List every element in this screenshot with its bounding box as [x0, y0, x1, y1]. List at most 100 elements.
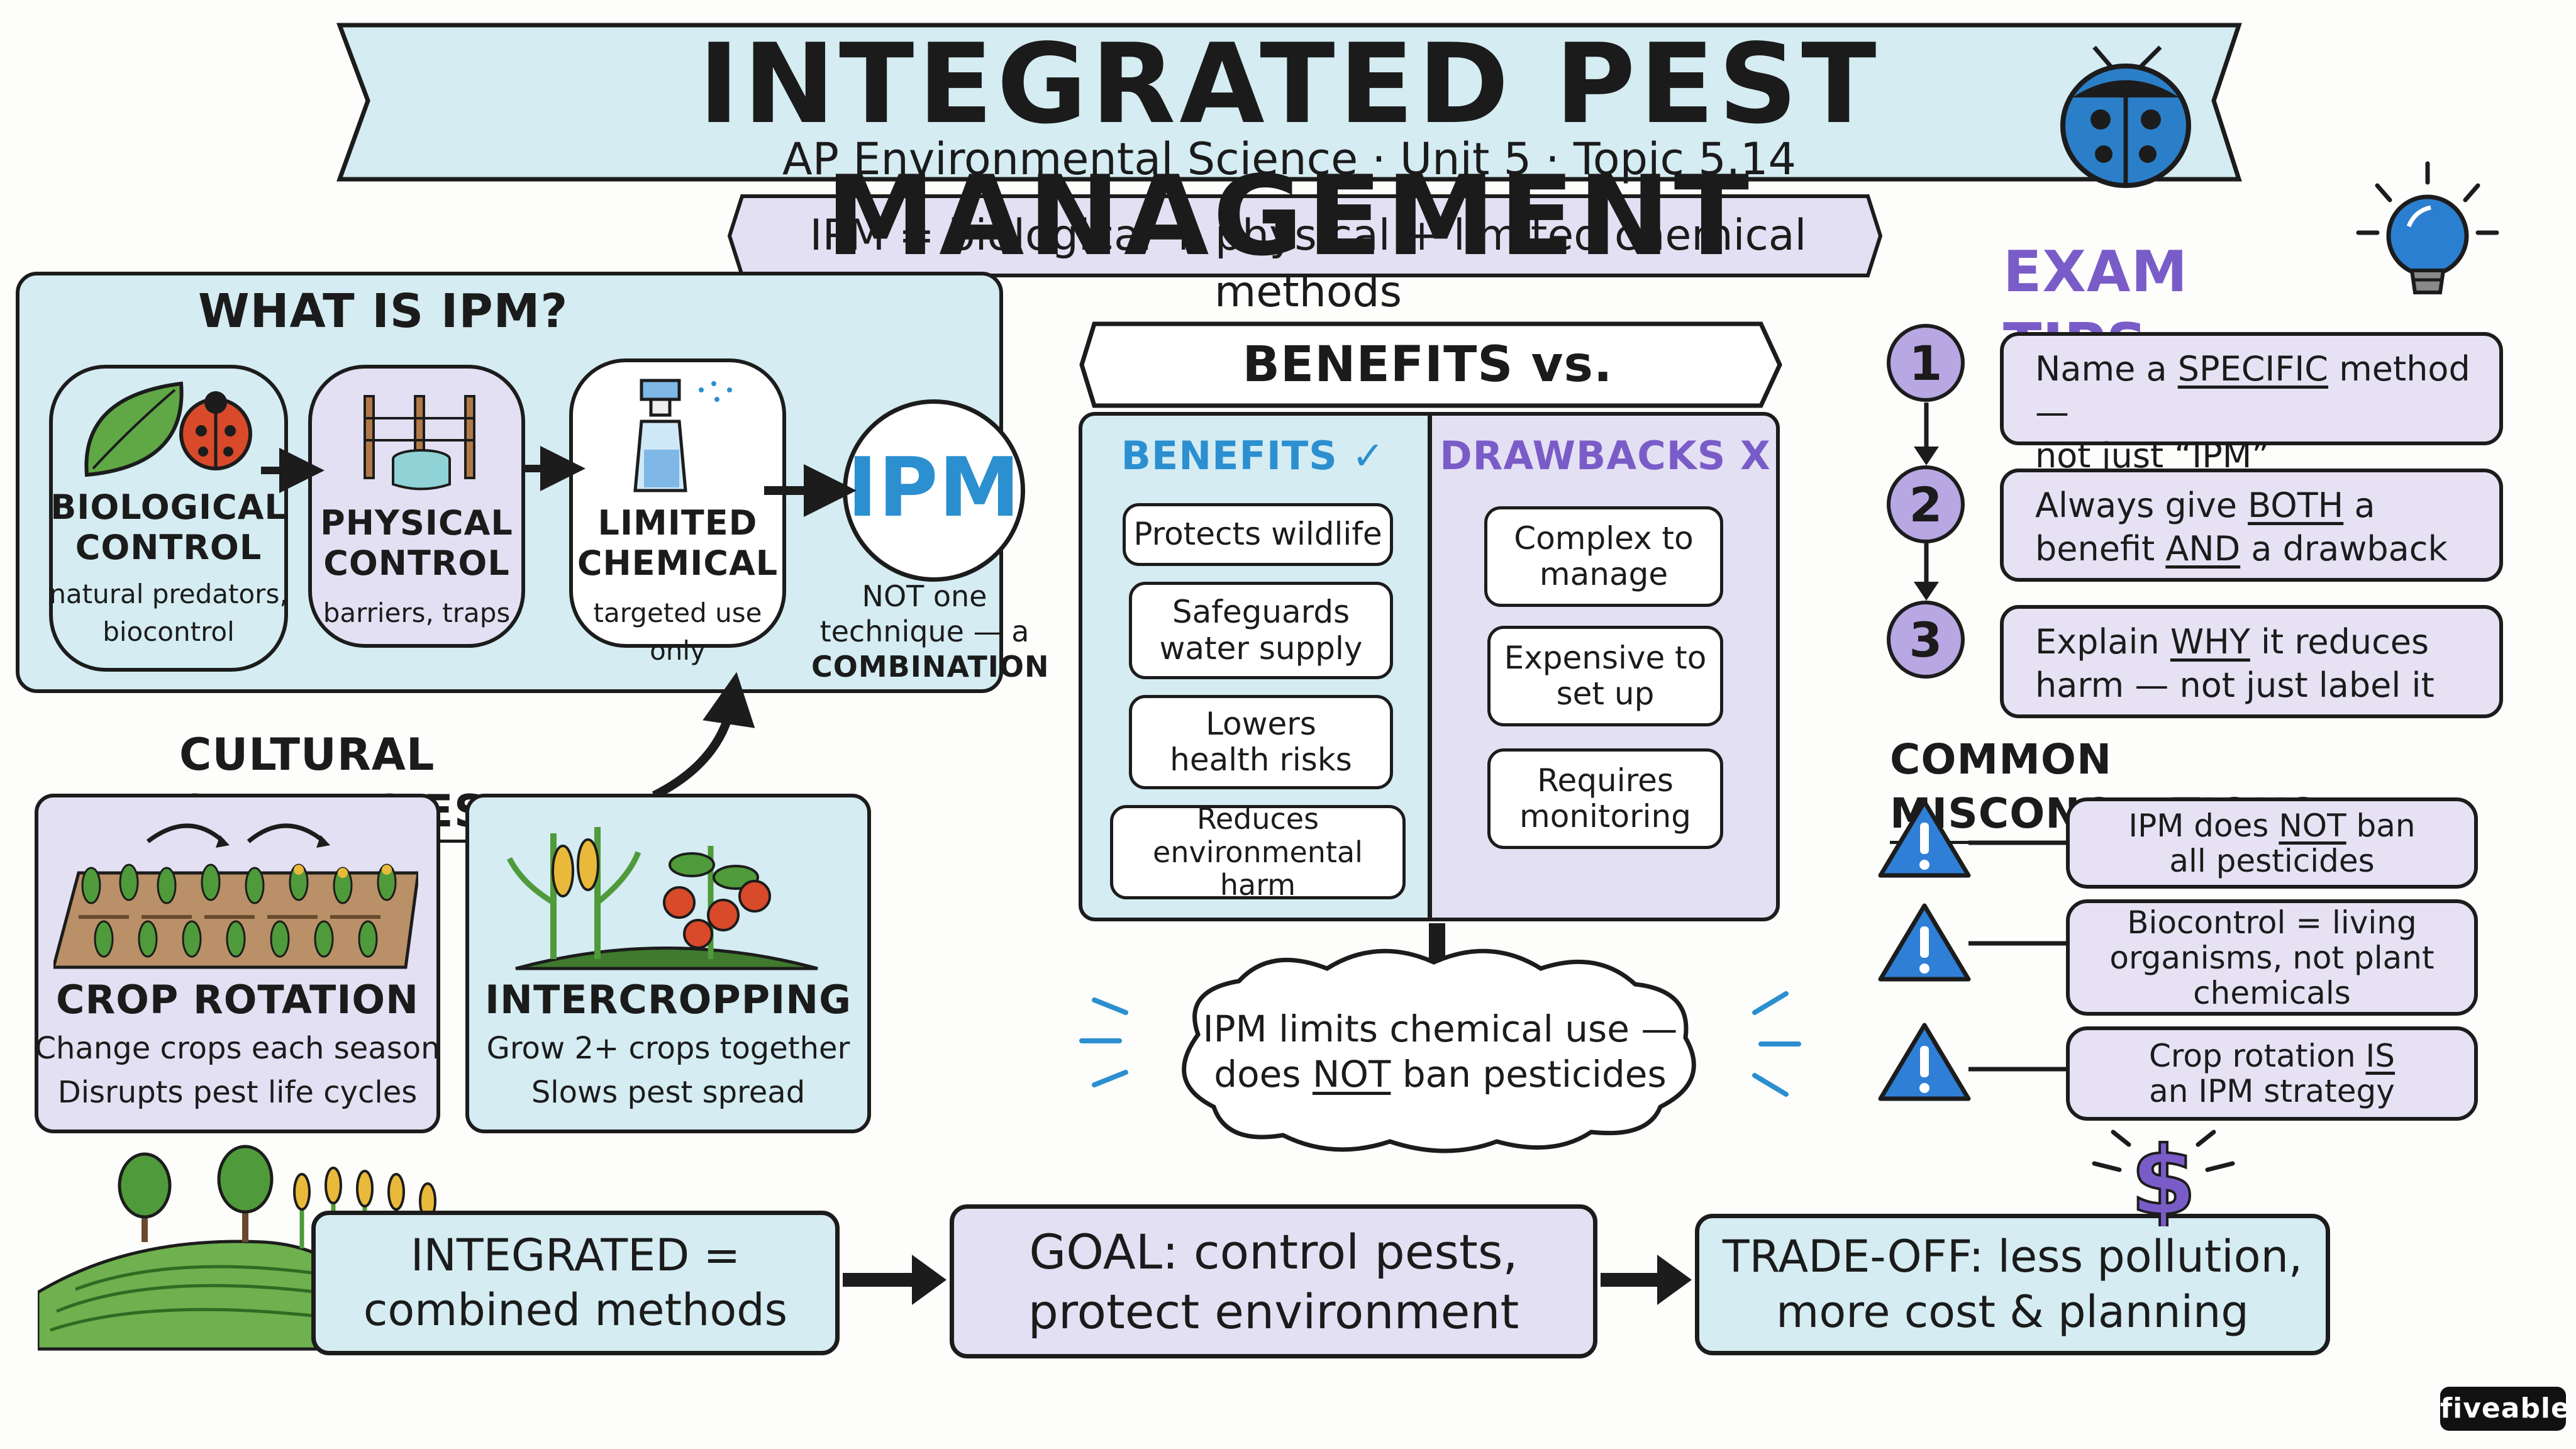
tip-line: harm — not just label it: [2035, 665, 2434, 706]
physical-control-desc: barriers, traps: [323, 597, 511, 628]
cloud-line2: does NOT ban pesticides: [1195, 1052, 1685, 1097]
intercropping-desc: Grow 2+ crops together Slows pest spread: [465, 1026, 871, 1114]
mis-text: Crop rotation: [2148, 1038, 2366, 1074]
method-title-line1: PHYSICAL: [320, 503, 513, 543]
tip-emphasis: AND: [2165, 529, 2241, 569]
flow-integrated-box: INTEGRATED =combined methods: [311, 1211, 840, 1355]
biological-control-title: BIOLOGICAL CONTROL: [49, 487, 288, 568]
mis-text: ban: [2346, 807, 2416, 844]
benefits-label: BENEFITS ✓: [1121, 433, 1385, 479]
misconception-card: Crop rotation IS an IPM strategy: [2066, 1026, 2478, 1121]
tip-text: it reduces: [2250, 622, 2429, 662]
benefit-text: Lowers: [1206, 705, 1316, 742]
benefit-text: environmental harm: [1153, 835, 1363, 902]
drawbacks-label: DRAWBACKS X: [1440, 433, 1771, 479]
tip-text: a drawback: [2240, 529, 2448, 569]
corn-tomato-icon: [506, 827, 818, 970]
tip-text: a: [2343, 486, 2375, 525]
ipm-result-label: IPM: [847, 440, 1021, 535]
biological-control-desc: natural predators, biocontrol: [49, 575, 288, 651]
flow-line: protect environment: [1028, 1283, 1519, 1340]
drawback-text: Expensive to: [1504, 639, 1707, 676]
ipm-note-line3: COMBINATION: [811, 650, 1050, 684]
ipm-result-circle: [843, 399, 1025, 582]
tip-number: 2: [1909, 476, 1943, 533]
mis-line: all pesticides: [2169, 842, 2375, 879]
limited-chemical-card: [569, 358, 786, 648]
intercropping-line1: Grow 2+ crops together: [486, 1031, 850, 1066]
tip-emphasis: SPECIFIC: [2177, 349, 2329, 389]
drawback-text: monitoring: [1519, 798, 1691, 835]
misconception-card: Biocontrol = living organisms, not plant…: [2066, 899, 2478, 1016]
dollar-sign-icon: $: [2092, 1126, 2235, 1226]
tip-emphasis: WHY: [2170, 622, 2250, 662]
drawback-text: set up: [1556, 675, 1655, 712]
cloud-emphasis: NOT: [1312, 1053, 1391, 1096]
brand-logo: fiveable: [2440, 1387, 2570, 1431]
method-title-line2: CONTROL: [75, 528, 262, 567]
page-subtitle: AP Environmental Science · Unit 5 · Topi…: [782, 133, 1797, 185]
crop-rotation-field-icon: [53, 823, 418, 969]
mis-line: chemicals: [2193, 974, 2351, 1011]
method-title-line2: CONTROL: [323, 543, 510, 583]
tip-line: Explain WHY it reduces: [2035, 620, 2480, 663]
flow-tradeoff-box: TRADE-OFF: less pollution,more cost & pl…: [1695, 1214, 2330, 1355]
exam-tip-card: Always give BOTH a benefit AND a drawbac…: [2000, 469, 2503, 582]
ipm-note-line2: technique — a: [819, 614, 1030, 648]
mis-line: IPM does NOT ban: [2128, 808, 2415, 843]
mis-text: IPM does: [2128, 807, 2279, 844]
crop-rotation-title: CROP ROTATION: [55, 977, 419, 1023]
tip-text: Explain: [2035, 622, 2170, 662]
crop-rotation-line2: Disrupts pest life cycles: [57, 1075, 418, 1110]
tip-line: benefit AND a drawback: [2035, 527, 2480, 570]
ladybug-icon: [2060, 45, 2191, 188]
ipm-note: NOT one technique — a COMBINATION: [811, 579, 1050, 684]
tip-number-badge: 1: [1887, 324, 1965, 402]
crop-rotation-desc: Change crops each season Disrupts pest l…: [35, 1026, 440, 1114]
misconception-card: IPM does NOT ban all pesticides: [2066, 797, 2478, 889]
page-title: INTEGRATED PEST MANAGEMENT: [698, 21, 1880, 280]
tip-text: benefit: [2035, 529, 2166, 569]
tip-line: Always give BOTH a: [2035, 484, 2480, 527]
flow-line: GOAL: control pests,: [1029, 1223, 1518, 1280]
intercropping-title: INTERCROPPING: [484, 977, 852, 1023]
physical-control-title: PHYSICAL CONTROL: [308, 503, 525, 584]
tip-text: method —: [2035, 349, 2470, 433]
cloud-line1: IPM limits chemical use —: [1202, 1008, 1678, 1050]
method-desc-line2: biocontrol: [103, 616, 235, 647]
tip-emphasis: BOTH: [2248, 486, 2344, 525]
tip-text: Always give: [2035, 486, 2248, 525]
spray-bottle-icon: [633, 379, 732, 492]
drawback-text: Requires: [1537, 762, 1674, 799]
tip-number: 3: [1909, 611, 1943, 668]
tip-number-badge: 2: [1887, 465, 1965, 543]
mis-line: Biocontrol = living: [2127, 904, 2417, 941]
flow-goal-box: GOAL: control pests,protect environment: [950, 1204, 1597, 1358]
tip-line: Name a SPECIFIC method —: [2035, 347, 2480, 434]
mis-line: an IPM strategy: [2149, 1073, 2395, 1109]
method-title-line1: LIMITED: [597, 503, 758, 543]
fence-trap-icon: [364, 395, 475, 491]
mis-line: Crop rotation IS: [2149, 1038, 2395, 1074]
tip-text: Name a: [2035, 349, 2178, 389]
flow-line: more cost & planning: [1776, 1285, 2249, 1338]
lightbulb-icon: [2356, 161, 2499, 294]
tip-number-badge: 3: [1887, 601, 1965, 679]
exam-tip-card: Explain WHY it reduces harm — not just l…: [2000, 605, 2503, 718]
benefit-text: water supply: [1159, 630, 1363, 667]
drawback-text: manage: [1539, 556, 1668, 592]
method-title-line1: BIOLOGICAL: [50, 487, 287, 527]
flow-line: TRADE-OFF: less pollution,: [1722, 1231, 2303, 1282]
mis-line: organisms, not plant: [2109, 939, 2434, 976]
cloud-text: ban pesticides: [1391, 1053, 1667, 1096]
flow-line: INTEGRATED =: [410, 1229, 741, 1281]
method-title-line2: CHEMICAL: [577, 543, 779, 583]
crop-rotation-line1: Change crops each season: [35, 1031, 440, 1066]
tip-number: 1: [1909, 335, 1943, 391]
mis-emphasis: IS: [2365, 1038, 2396, 1074]
